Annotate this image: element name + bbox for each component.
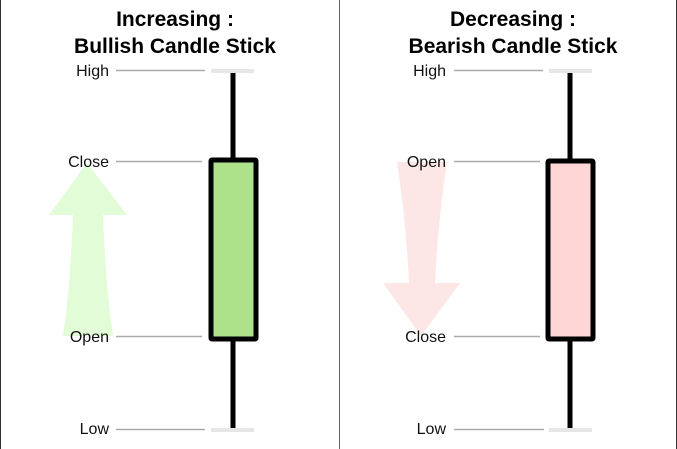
down-arrow-icon <box>383 162 460 336</box>
bearish-high-label: High <box>413 63 446 80</box>
bearish-close-label: Close <box>405 329 446 346</box>
bullish-open-label: Open <box>70 329 109 346</box>
bullish-low-label: Low <box>80 421 110 438</box>
bullish-title-line1: Increasing : <box>116 8 234 31</box>
bearish-high-tick <box>549 69 592 73</box>
bearish-open-label: Open <box>407 154 446 171</box>
bullish-panel: Increasing : Bullish Candle Stick High C… <box>49 8 276 438</box>
bearish-low-label: Low <box>417 421 447 438</box>
bullish-body <box>208 157 259 342</box>
up-arrow-icon <box>49 163 127 336</box>
bearish-title-line1: Decreasing : <box>450 8 576 31</box>
bullish-high-label: High <box>76 63 109 80</box>
bearish-title-line2: Bearish Candle Stick <box>409 35 618 58</box>
bullish-low-tick <box>211 428 254 432</box>
bearish-panel: Decreasing : Bearish Candle Stick High O… <box>383 8 618 438</box>
bullish-high-tick <box>211 69 254 73</box>
bullish-close-label: Close <box>68 154 109 171</box>
bullish-title-line2: Bullish Candle Stick <box>74 35 276 58</box>
bearish-low-tick <box>549 428 592 432</box>
bearish-body <box>545 158 596 342</box>
